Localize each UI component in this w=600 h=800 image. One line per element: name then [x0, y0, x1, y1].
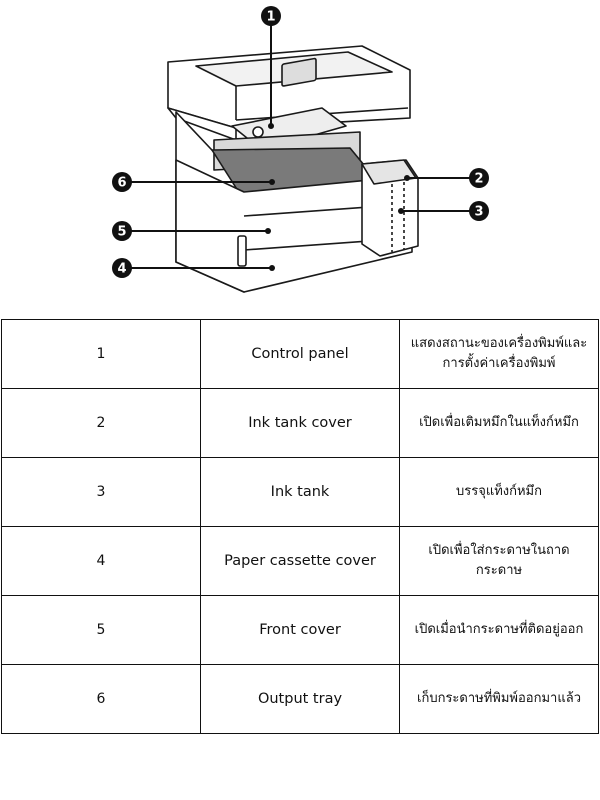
callout-2: 2: [469, 168, 489, 188]
table-row: 6 Output tray เก็บกระดาษที่พิมพ์ออกมาแล้…: [1, 664, 599, 734]
table-row: 2 Ink tank cover เปิดเพื่อเติมหมึกในแท็ง…: [1, 388, 599, 458]
part-number: 5: [1, 595, 201, 665]
part-name: Ink tank: [200, 457, 400, 527]
part-name: Front cover: [200, 595, 400, 665]
callout-4-label: 4: [117, 262, 126, 277]
part-description: แสดงสถานะของเครื่องพิมพ์และการตั้งค่าเคร…: [399, 319, 599, 389]
part-name: Paper cassette cover: [200, 526, 400, 596]
control-panel-screen: [281, 57, 317, 87]
callout-1: 1: [261, 6, 281, 26]
callout-2-label: 2: [474, 172, 483, 187]
part-description: เก็บกระดาษที่พิมพ์ออกมาแล้ว: [399, 664, 599, 734]
power-button: [252, 126, 264, 138]
callout-6: 6: [112, 172, 132, 192]
part-description: บรรจุแท็งก์หมึก: [399, 457, 599, 527]
part-number: 1: [1, 319, 201, 389]
table-row: 5 Front cover เปิดเมื่อนำกระดาษที่ติดอยู…: [1, 595, 599, 665]
front-cover-handle: [237, 235, 247, 267]
part-description: เปิดเพื่อใส่กระดาษในถาดกระดาษ: [399, 526, 599, 596]
callout-5-label: 5: [117, 225, 126, 240]
part-name: Output tray: [200, 664, 400, 734]
callout-4: 4: [112, 258, 132, 278]
table-row: 3 Ink tank บรรจุแท็งก์หมึก: [1, 457, 599, 527]
callout-1-label: 1: [266, 10, 275, 25]
part-name: Ink tank cover: [200, 388, 400, 458]
table-row: 1 Control panel แสดงสถานะของเครื่องพิมพ์…: [1, 319, 599, 389]
part-description: เปิดเมื่อนำกระดาษที่ติดอยู่ออก: [399, 595, 599, 665]
callout-3: 3: [469, 201, 489, 221]
printer-illustration: 1 2 3 6 5 4: [112, 6, 489, 293]
callout-3-label: 3: [474, 205, 483, 220]
callout-5: 5: [112, 221, 132, 241]
parts-table: 1 Control panel แสดงสถานะของเครื่องพิมพ์…: [1, 319, 599, 734]
callout-6-label: 6: [117, 176, 126, 191]
part-name: Control panel: [200, 319, 400, 389]
part-number: 2: [1, 388, 201, 458]
part-number: 6: [1, 664, 201, 734]
printer-front: [175, 159, 413, 293]
table-row: 4 Paper cassette cover เปิดเพื่อใส่กระดา…: [1, 526, 599, 596]
part-number: 4: [1, 526, 201, 596]
part-number: 3: [1, 457, 201, 527]
part-description: เปิดเพื่อเติมหมึกในแท็งก์หมึก: [399, 388, 599, 458]
